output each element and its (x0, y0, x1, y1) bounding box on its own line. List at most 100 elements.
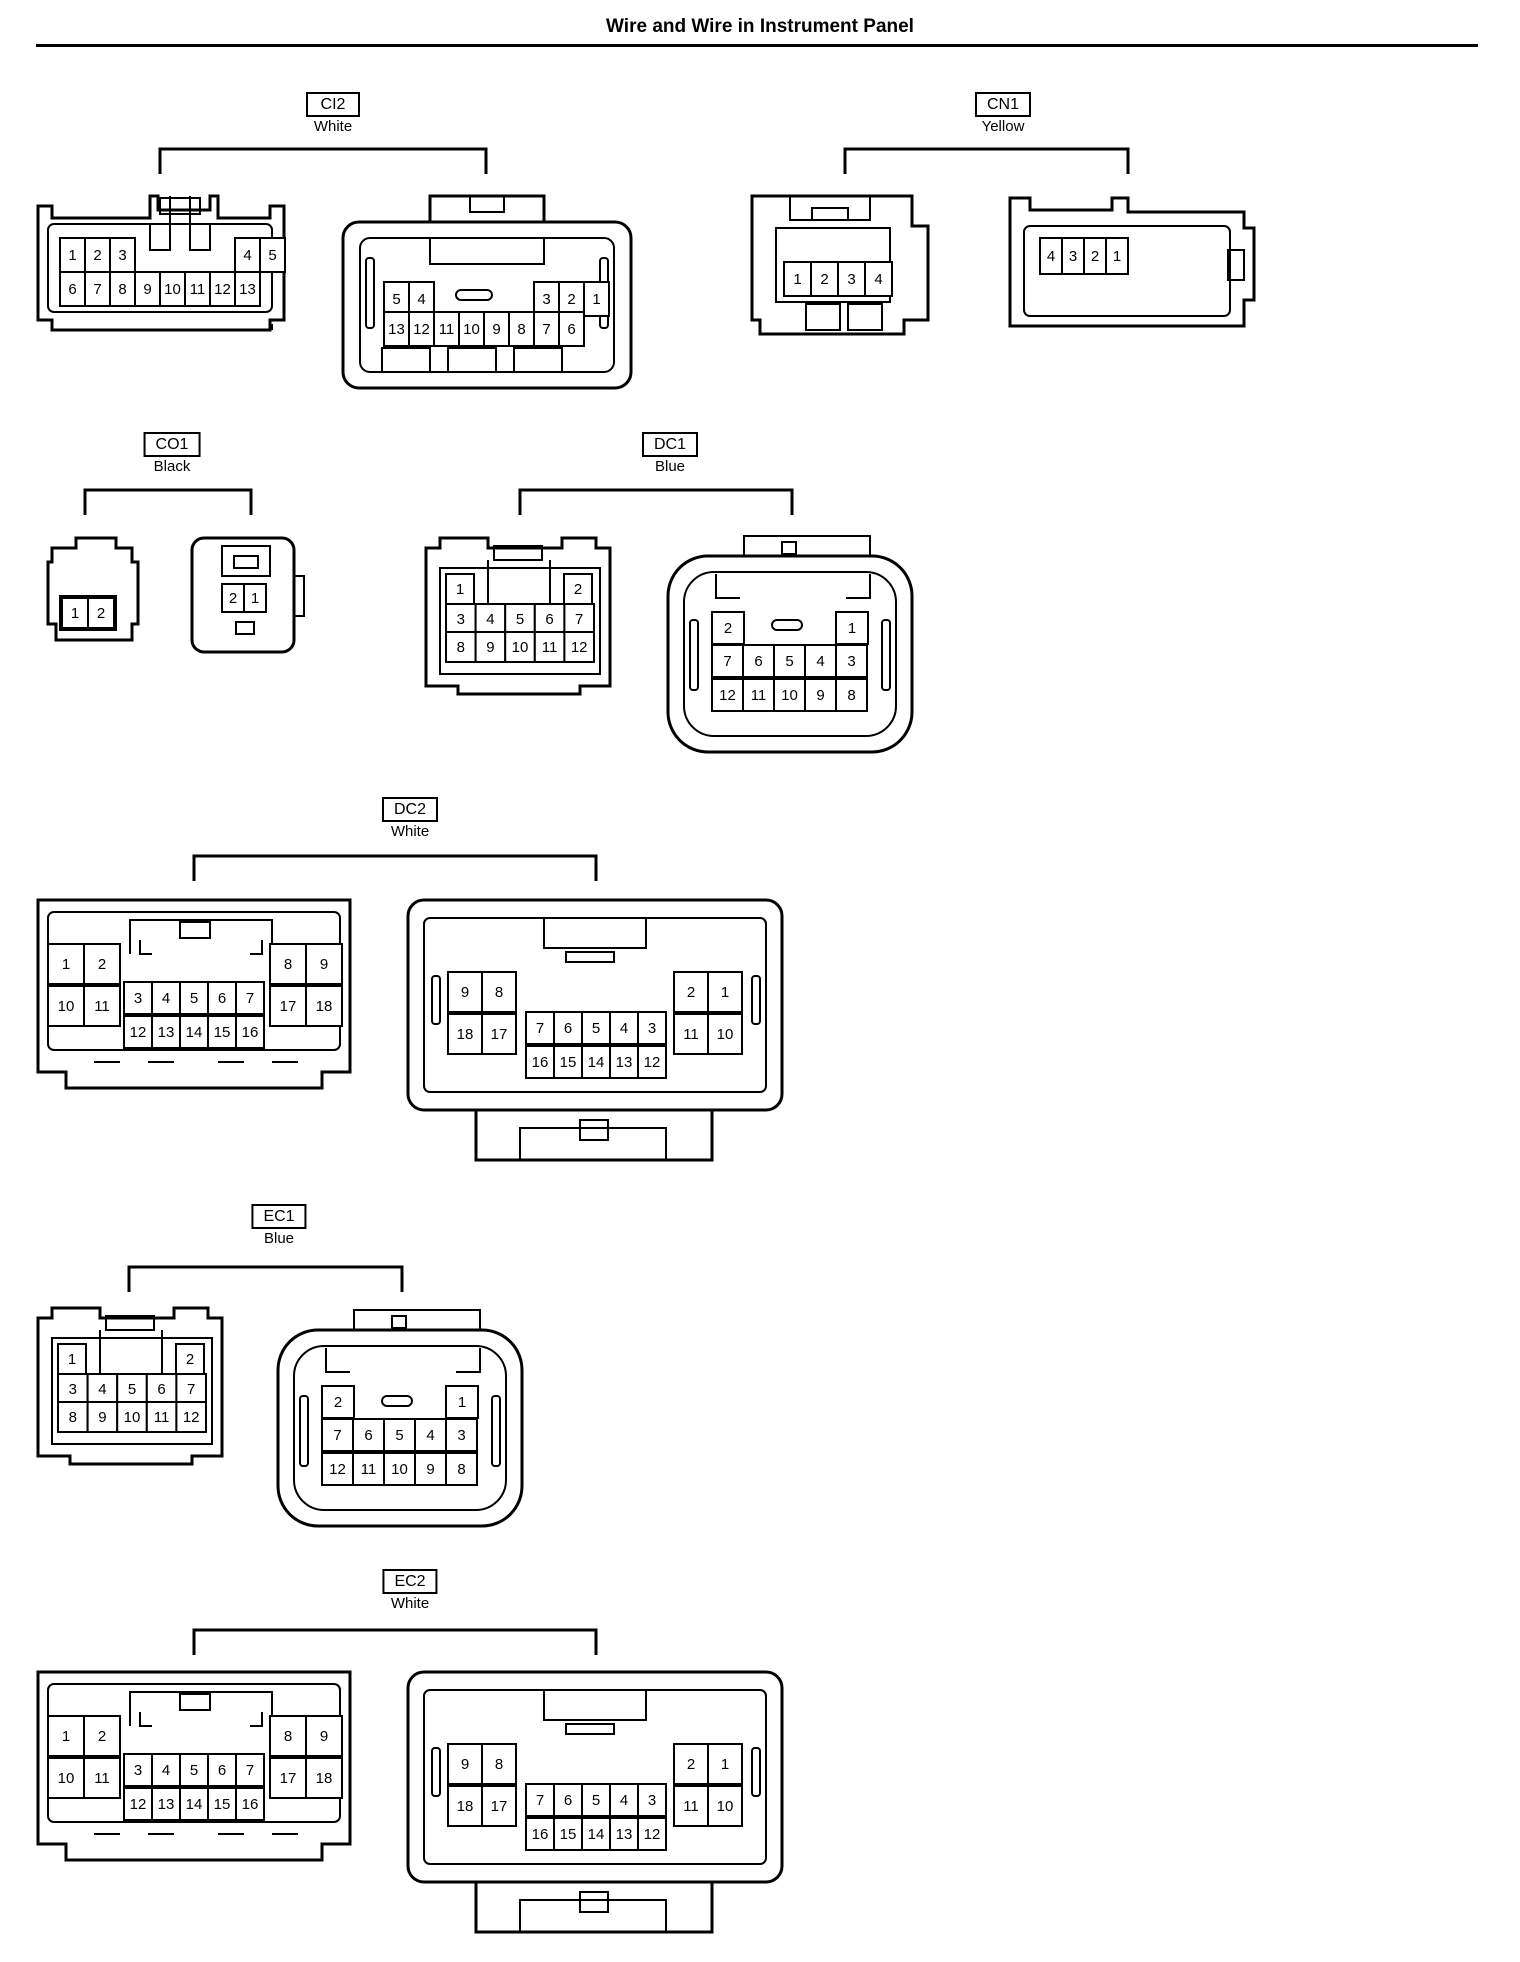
pin-cell (581, 1783, 611, 1817)
pin-number: 3 (648, 1792, 656, 1809)
pin-cn1-1: 1 (783, 261, 812, 297)
pin-cell (711, 611, 745, 645)
pin-ec2-7: 7 (235, 1753, 265, 1787)
pin-dc2-11: 11 (83, 985, 121, 1027)
pin-cell (159, 271, 186, 307)
pin-cell (804, 644, 837, 678)
pin-cell (83, 943, 121, 985)
pin-dc1-11: 11 (533, 631, 566, 663)
pin-number: 17 (280, 998, 297, 1015)
pin-cell (269, 1715, 307, 1757)
pin-number: 2 (93, 247, 101, 264)
pin-ci2-7: 7 (533, 311, 560, 347)
pin-ci2-12: 12 (408, 311, 435, 347)
pin-cell (235, 1753, 265, 1787)
pin-number: 7 (536, 1020, 544, 1037)
pin-cell (481, 1743, 517, 1785)
pin-cell (83, 1757, 121, 1799)
pin-ec1-8: 8 (445, 1452, 478, 1486)
pin-number: 8 (457, 1461, 465, 1478)
pin-ci2-9: 9 (134, 271, 161, 307)
pin-number: 8 (495, 1756, 503, 1773)
pin-number: 4 (1047, 248, 1055, 265)
pin-cell (581, 1011, 611, 1045)
pin-ec2-10: 10 (47, 1757, 85, 1799)
pin-ec2-10: 10 (707, 1785, 743, 1827)
pin-cell (609, 1817, 639, 1851)
pin-number: 2 (98, 1728, 106, 1745)
pin-number: 14 (588, 1826, 605, 1843)
pin-ec1-8: 8 (57, 1401, 89, 1433)
pin-number: 13 (158, 1796, 175, 1813)
pin-cell (383, 281, 410, 317)
pin-number: 12 (130, 1796, 147, 1813)
pin-cell (175, 1343, 205, 1375)
pin-cell (835, 644, 868, 678)
pin-number: 10 (781, 687, 798, 704)
pin-cell (583, 281, 610, 317)
pin-cell (47, 943, 85, 985)
pin-number: 15 (560, 1826, 577, 1843)
connector-code: CN1 (974, 92, 1032, 117)
pin-number: 9 (143, 281, 151, 298)
pin-cell (235, 1787, 265, 1821)
pin-ci2-1: 1 (59, 237, 86, 273)
pin-ec2-5: 5 (179, 1753, 209, 1787)
pin-number: 9 (816, 687, 824, 704)
pin-dc2-13: 13 (151, 1015, 181, 1049)
pin-cell (414, 1452, 447, 1486)
pin-cell (581, 1817, 611, 1851)
pin-number: 7 (575, 611, 583, 628)
pin-cell (305, 1757, 343, 1799)
pin-number: 8 (457, 639, 465, 656)
pin-ci2-13: 13 (383, 311, 410, 347)
pin-number: 10 (58, 1770, 75, 1787)
pin-ec2-8: 8 (269, 1715, 307, 1757)
pin-ec1-1: 1 (445, 1385, 479, 1419)
pin-number: 9 (320, 1728, 328, 1745)
pin-dc2-2: 2 (673, 971, 709, 1013)
pin-number: 1 (793, 271, 801, 288)
pin-cell (707, 1013, 743, 1055)
pin-cell (637, 1011, 667, 1045)
connector-label-ci2: CI2 White (306, 92, 360, 135)
pin-cell (134, 271, 161, 307)
pin-cell (637, 1783, 667, 1817)
pin-dc2-8: 8 (481, 971, 517, 1013)
pin-cell (445, 631, 477, 663)
pin-number: 2 (97, 605, 105, 622)
pin-cell (783, 261, 812, 297)
connector-color: White (313, 118, 353, 135)
pin-ec1-3: 3 (57, 1373, 89, 1405)
pin-ec2-8: 8 (481, 1743, 517, 1785)
pin-ci2-13: 13 (234, 271, 261, 307)
pin-number: 8 (847, 687, 855, 704)
pin-ec1-1: 1 (57, 1343, 87, 1375)
pin-number: 2 (687, 984, 695, 1001)
pin-number: 5 (395, 1427, 403, 1444)
pin-number: 16 (242, 1024, 259, 1041)
pin-number: 16 (242, 1796, 259, 1813)
pin-cell (321, 1418, 354, 1452)
pin-number: 6 (564, 1792, 572, 1809)
pin-cell (123, 1015, 153, 1049)
pin-number: 3 (648, 1020, 656, 1037)
pin-number: 3 (134, 990, 142, 1007)
pin-number: 10 (391, 1461, 408, 1478)
pin-ec2-12: 12 (123, 1787, 153, 1821)
pin-number: 18 (457, 1798, 474, 1815)
pin-number: 10 (463, 321, 480, 338)
pin-number: 2 (334, 1394, 342, 1411)
pin-number: 11 (683, 1026, 699, 1043)
pin-number: 7 (246, 1762, 254, 1779)
pin-number: 10 (717, 1798, 734, 1815)
connector-color: White (390, 1595, 430, 1612)
pin-cell (123, 1787, 153, 1821)
pin-number: 8 (69, 1409, 77, 1426)
pin-number: 1 (721, 984, 729, 1001)
pin-cell (445, 573, 475, 605)
pin-ec2-13: 13 (151, 1787, 181, 1821)
pin-ec2-17: 17 (481, 1785, 517, 1827)
pin-ci2-7: 7 (84, 271, 111, 307)
pin-cell (810, 261, 839, 297)
